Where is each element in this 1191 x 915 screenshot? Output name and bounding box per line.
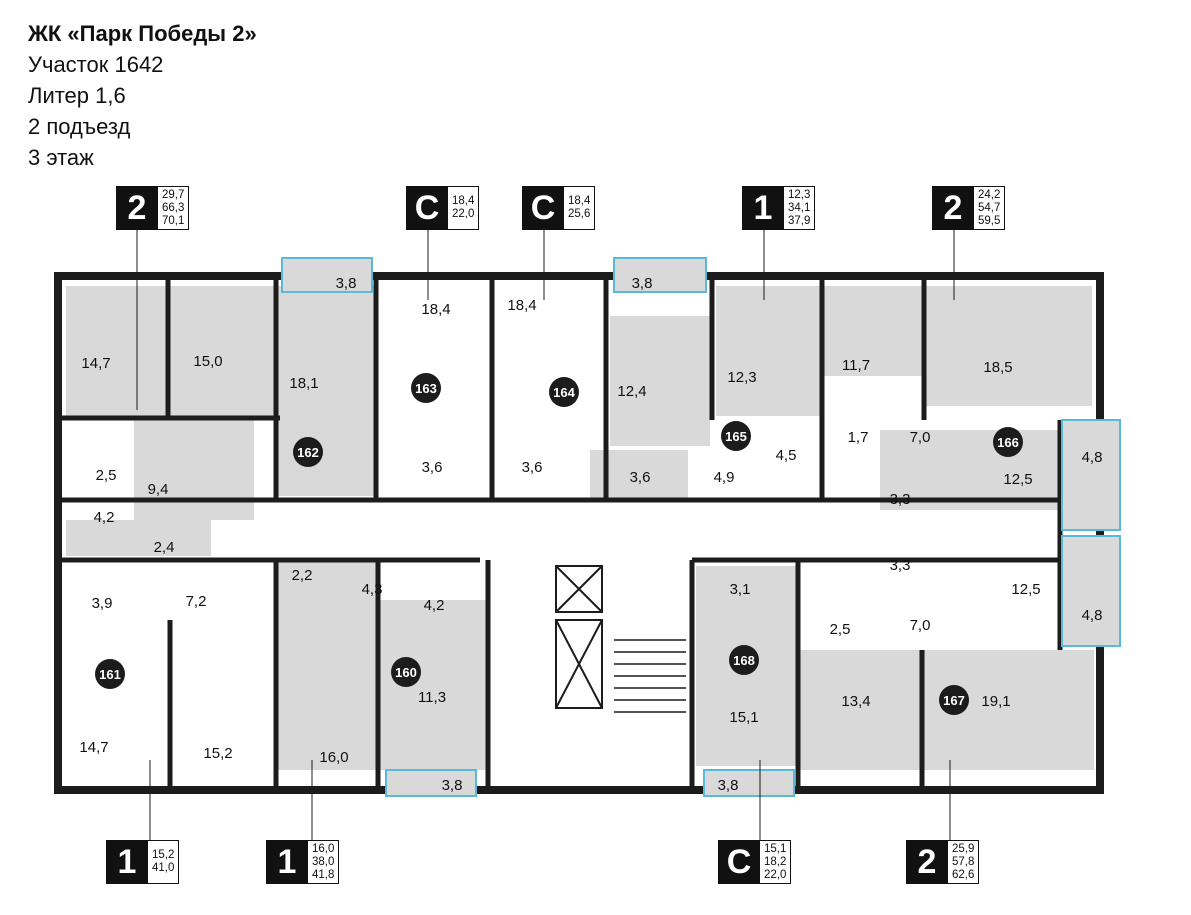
- room-area: 12,3: [727, 369, 756, 386]
- apartment-type-badge: 2: [932, 186, 974, 230]
- room-area: 3,8: [718, 777, 739, 794]
- room-area: 3,9: [92, 595, 113, 612]
- apartment-number: 167: [943, 693, 965, 708]
- room-area: 7,0: [910, 429, 931, 446]
- floor-number: 3 этаж: [28, 145, 94, 170]
- room-area: 4,5: [776, 447, 797, 464]
- room-area: 3,3: [890, 557, 911, 574]
- apartment-number: 161: [99, 667, 121, 682]
- room-area: 16,0: [319, 749, 348, 766]
- room-area: 15,0: [193, 353, 222, 370]
- room-area: 3,1: [730, 581, 751, 598]
- elevator-shafts: [555, 565, 603, 709]
- room-area: 4,8: [1082, 607, 1103, 624]
- apartment-number: 168: [733, 653, 755, 668]
- room-area: 18,4: [421, 301, 450, 318]
- room-area: 13,4: [841, 693, 870, 710]
- room-area: 3,6: [422, 459, 443, 476]
- apartment-type-badge: С: [522, 186, 564, 230]
- room-area: 18,1: [289, 375, 318, 392]
- interior-walls: [62, 280, 1096, 786]
- tag-leader-lines: [136, 230, 955, 840]
- room-area: 3,6: [522, 459, 543, 476]
- staircase: [614, 639, 686, 713]
- apartment-type-badge: 2: [906, 840, 948, 884]
- room-area: 14,7: [81, 355, 110, 372]
- room-area: 4,2: [424, 597, 445, 614]
- room-area: 2,5: [830, 621, 851, 638]
- room-area: 4,8: [1082, 449, 1103, 466]
- room-area: 19,1: [981, 693, 1010, 710]
- apartment-fills: [66, 286, 1094, 770]
- room-area: 11,7: [842, 357, 870, 374]
- room-area: 12,5: [1011, 581, 1040, 598]
- room-area: 4,9: [714, 469, 735, 486]
- room-area: 4,3: [362, 581, 383, 598]
- apartment-number: 164: [553, 385, 575, 400]
- apartment-number: 160: [395, 665, 417, 680]
- room-area: 3,8: [336, 275, 357, 292]
- room-area: 1,7: [848, 429, 869, 446]
- complex-name: ЖК «Парк Победы 2»: [28, 21, 257, 46]
- plot-number: Участок 1642: [28, 52, 164, 77]
- apartment-type-badge: 1: [106, 840, 148, 884]
- apartment-type-badge: С: [406, 186, 448, 230]
- plan-header: ЖК «Парк Победы 2» Участок 1642 Литер 1,…: [28, 18, 257, 173]
- room-area: 12,4: [617, 383, 646, 400]
- apartment-number: 162: [297, 445, 319, 460]
- apartment-type-badge: 2: [116, 186, 158, 230]
- room-area: 3,8: [632, 275, 653, 292]
- apartment-number: 163: [415, 381, 437, 396]
- room-area: 2,4: [154, 539, 175, 556]
- room-area: 7,2: [186, 593, 207, 610]
- room-area: 3,3: [890, 491, 911, 508]
- room-area-labels: 14,7 15,0 3,8 18,1 18,4 18,4 3,8 12,4 12…: [79, 275, 1102, 794]
- balconies: [281, 257, 1121, 797]
- apartment-number: 165: [725, 429, 747, 444]
- room-area: 18,4: [507, 297, 536, 314]
- room-area: 14,7: [79, 739, 108, 756]
- room-area: 18,5: [983, 359, 1012, 376]
- apartment-number-badges: 161 162 163 164 165 166 167 168 160: [95, 373, 1023, 715]
- entrance-number: 2 подъезд: [28, 114, 131, 139]
- room-area: 4,2: [94, 509, 115, 526]
- room-area: 7,0: [910, 617, 931, 634]
- liter-number: Литер 1,6: [28, 83, 126, 108]
- room-area: 3,8: [442, 777, 463, 794]
- room-area: 12,5: [1003, 471, 1032, 488]
- room-area: 9,4: [148, 481, 169, 498]
- apartment-number: 166: [997, 435, 1019, 450]
- room-area: 15,2: [203, 745, 232, 762]
- apartment-type-badge: С: [718, 840, 760, 884]
- room-area: 11,3: [418, 689, 446, 706]
- room-area: 2,2: [292, 567, 313, 584]
- apartment-type-badge: 1: [742, 186, 784, 230]
- room-area: 3,6: [630, 469, 651, 486]
- apartment-type-badge: 1: [266, 840, 308, 884]
- room-area: 15,1: [729, 709, 758, 726]
- room-area: 2,5: [96, 467, 117, 484]
